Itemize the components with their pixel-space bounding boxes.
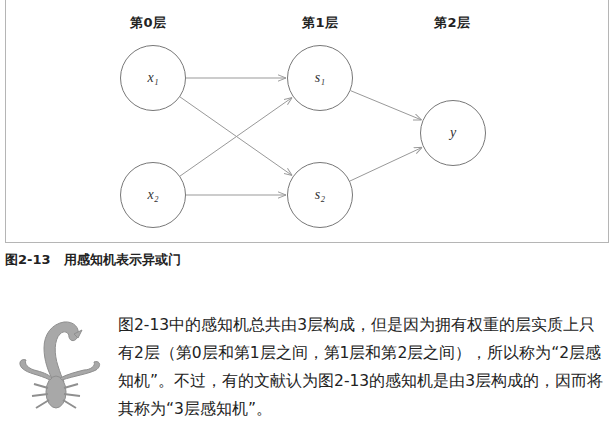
node-label: x₁	[147, 70, 158, 86]
circle-shape	[121, 46, 186, 111]
weight-arrow	[350, 147, 422, 181]
figure-caption: 图2-13 用感知机表示异或门	[5, 251, 181, 269]
neuron-circle: y	[420, 100, 486, 166]
neuron-circle: s₁	[287, 45, 353, 111]
circle-shape	[288, 163, 353, 228]
circle-shape	[421, 101, 486, 166]
scorpion-icon	[20, 322, 100, 408]
neuron-circle: x₂	[120, 162, 186, 228]
circle-shape	[121, 163, 186, 228]
weight-arrow	[350, 91, 421, 120]
circle-shape	[288, 46, 353, 111]
node-label: x₂	[147, 187, 158, 203]
neuron-circle: s₂	[287, 162, 353, 228]
weight-arrow	[186, 195, 286, 196]
weight-arrow	[180, 98, 292, 177]
weight-arrow	[186, 78, 286, 79]
node-label: s₂	[315, 187, 325, 203]
neuron-circle: x₁	[120, 45, 186, 111]
layer-label: 第1层	[302, 14, 337, 32]
frame-border	[6, 0, 609, 243]
note-paragraph: 图2-13中的感知机总共由3层构成，但是因为拥有权重的层实质上只有2层（第0层和…	[118, 311, 606, 423]
weight-arrow	[180, 97, 292, 176]
layer-label: 第2层	[434, 14, 469, 32]
node-label: y	[450, 125, 456, 141]
layer-label: 第0层	[130, 14, 165, 32]
node-label: s₁	[315, 70, 325, 86]
